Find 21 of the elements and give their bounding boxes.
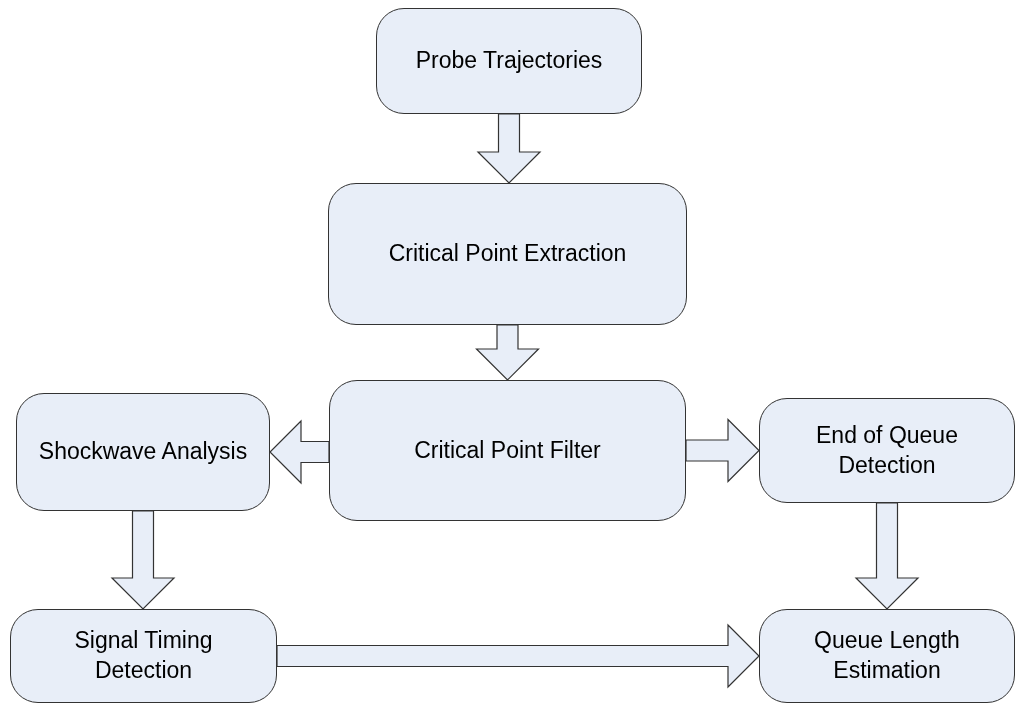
box-label: Queue Length Estimation (813, 626, 961, 685)
block-arrow (854, 502, 920, 610)
box-label: Critical Point Extraction (388, 239, 627, 269)
block-arrow (269, 419, 330, 485)
block-arrow (276, 623, 760, 689)
process-box (10, 609, 277, 703)
block-arrow (685, 418, 760, 483)
box-label: Probe Trajectories (415, 46, 603, 76)
process-box (376, 8, 642, 114)
box-label: Critical Point Filter (414, 435, 601, 465)
box-label: Shockwave Analysis (38, 437, 248, 467)
block-arrow (476, 113, 542, 184)
block-arrow (475, 324, 540, 381)
process-box (759, 609, 1015, 703)
box-label: Signal Timing Detection (73, 626, 214, 685)
process-box (329, 380, 686, 521)
box-label: End of Queue Detection (815, 420, 959, 480)
block-arrow (110, 510, 176, 610)
process-box (328, 183, 687, 325)
process-box (759, 398, 1015, 503)
process-box (16, 393, 270, 511)
